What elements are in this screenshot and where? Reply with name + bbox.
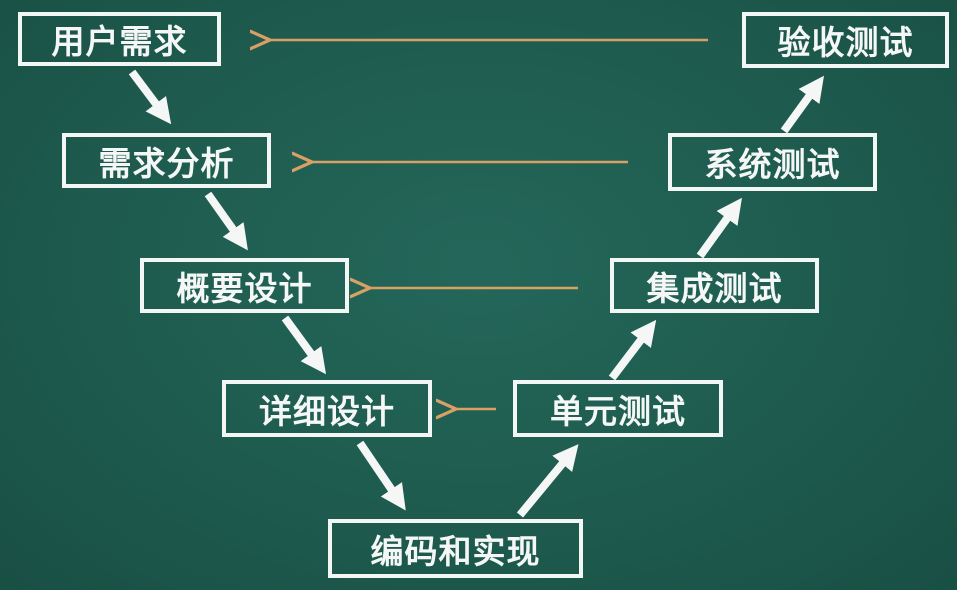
stage-unit-testing: 单元测试 bbox=[513, 380, 723, 437]
stage-coding: 编码和实现 bbox=[328, 519, 583, 578]
arrow-integ-to-sys bbox=[696, 197, 742, 259]
arrow-unit-to-integ bbox=[608, 319, 657, 381]
stage-detailed-design: 详细设计 bbox=[222, 380, 432, 437]
arrow-req-ana-to-overview bbox=[204, 191, 248, 251]
stage-acceptance-testing: 验收测试 bbox=[742, 12, 949, 68]
stage-integration-testing: 集成测试 bbox=[610, 258, 819, 313]
arrow-detail-to-code bbox=[356, 440, 406, 511]
arrow-user-req-to-req-ana bbox=[128, 69, 172, 125]
stage-user-requirements: 用户需求 bbox=[18, 12, 221, 66]
stage-system-testing: 系统测试 bbox=[668, 133, 877, 191]
arrow-code-to-unit bbox=[516, 444, 579, 518]
stage-requirements-analysis: 需求分析 bbox=[62, 133, 271, 188]
arrow-overview-to-detail bbox=[281, 315, 327, 375]
stage-high-level-design: 概要设计 bbox=[140, 258, 349, 313]
arrow-sys-to-accept bbox=[780, 75, 825, 134]
